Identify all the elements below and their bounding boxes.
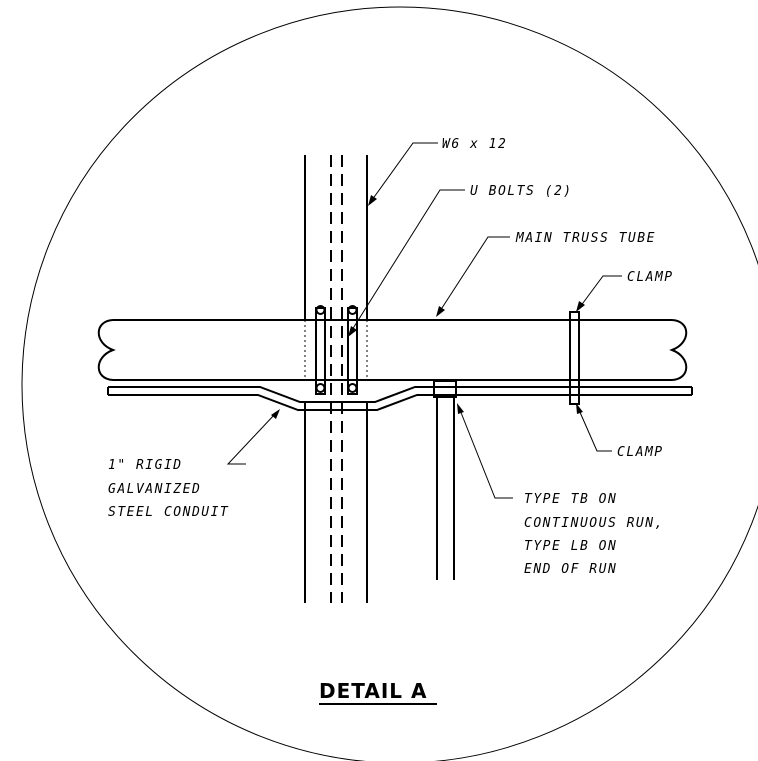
detail-boundary-circle [21,6,758,761]
fitting-label-line-3: TYPE LB ON [524,539,617,554]
rigid-conduit [107,386,693,411]
truss-tube-label: MAIN TRUSS TUBE [515,231,656,246]
conduit-fitting [433,380,457,580]
w6-beam [304,155,368,603]
fitting-label-line-2: CONTINUOUS RUN, [524,516,664,531]
conduit-label-line-3: STEEL CONDUIT [108,505,229,520]
u-bolts-label: U BOLTS (2) [470,184,573,199]
main-truss-tube [97,319,688,381]
clamp [569,311,580,405]
detail-title: DETAIL A [319,679,427,703]
clamp-top-label: CLAMP [627,270,674,285]
beam-label: W6 x 12 [442,137,507,152]
leader-lines [226,142,622,499]
conduit-label-line-1: 1" RIGID [108,458,183,473]
clamp-bottom-label: CLAMP [617,445,664,460]
fitting-label-line-1: TYPE TB ON [524,492,617,507]
u-bolts [315,305,358,395]
conduit-label-line-2: GALVANIZED [108,482,201,497]
fitting-label-line-4: END OF RUN [524,562,617,577]
